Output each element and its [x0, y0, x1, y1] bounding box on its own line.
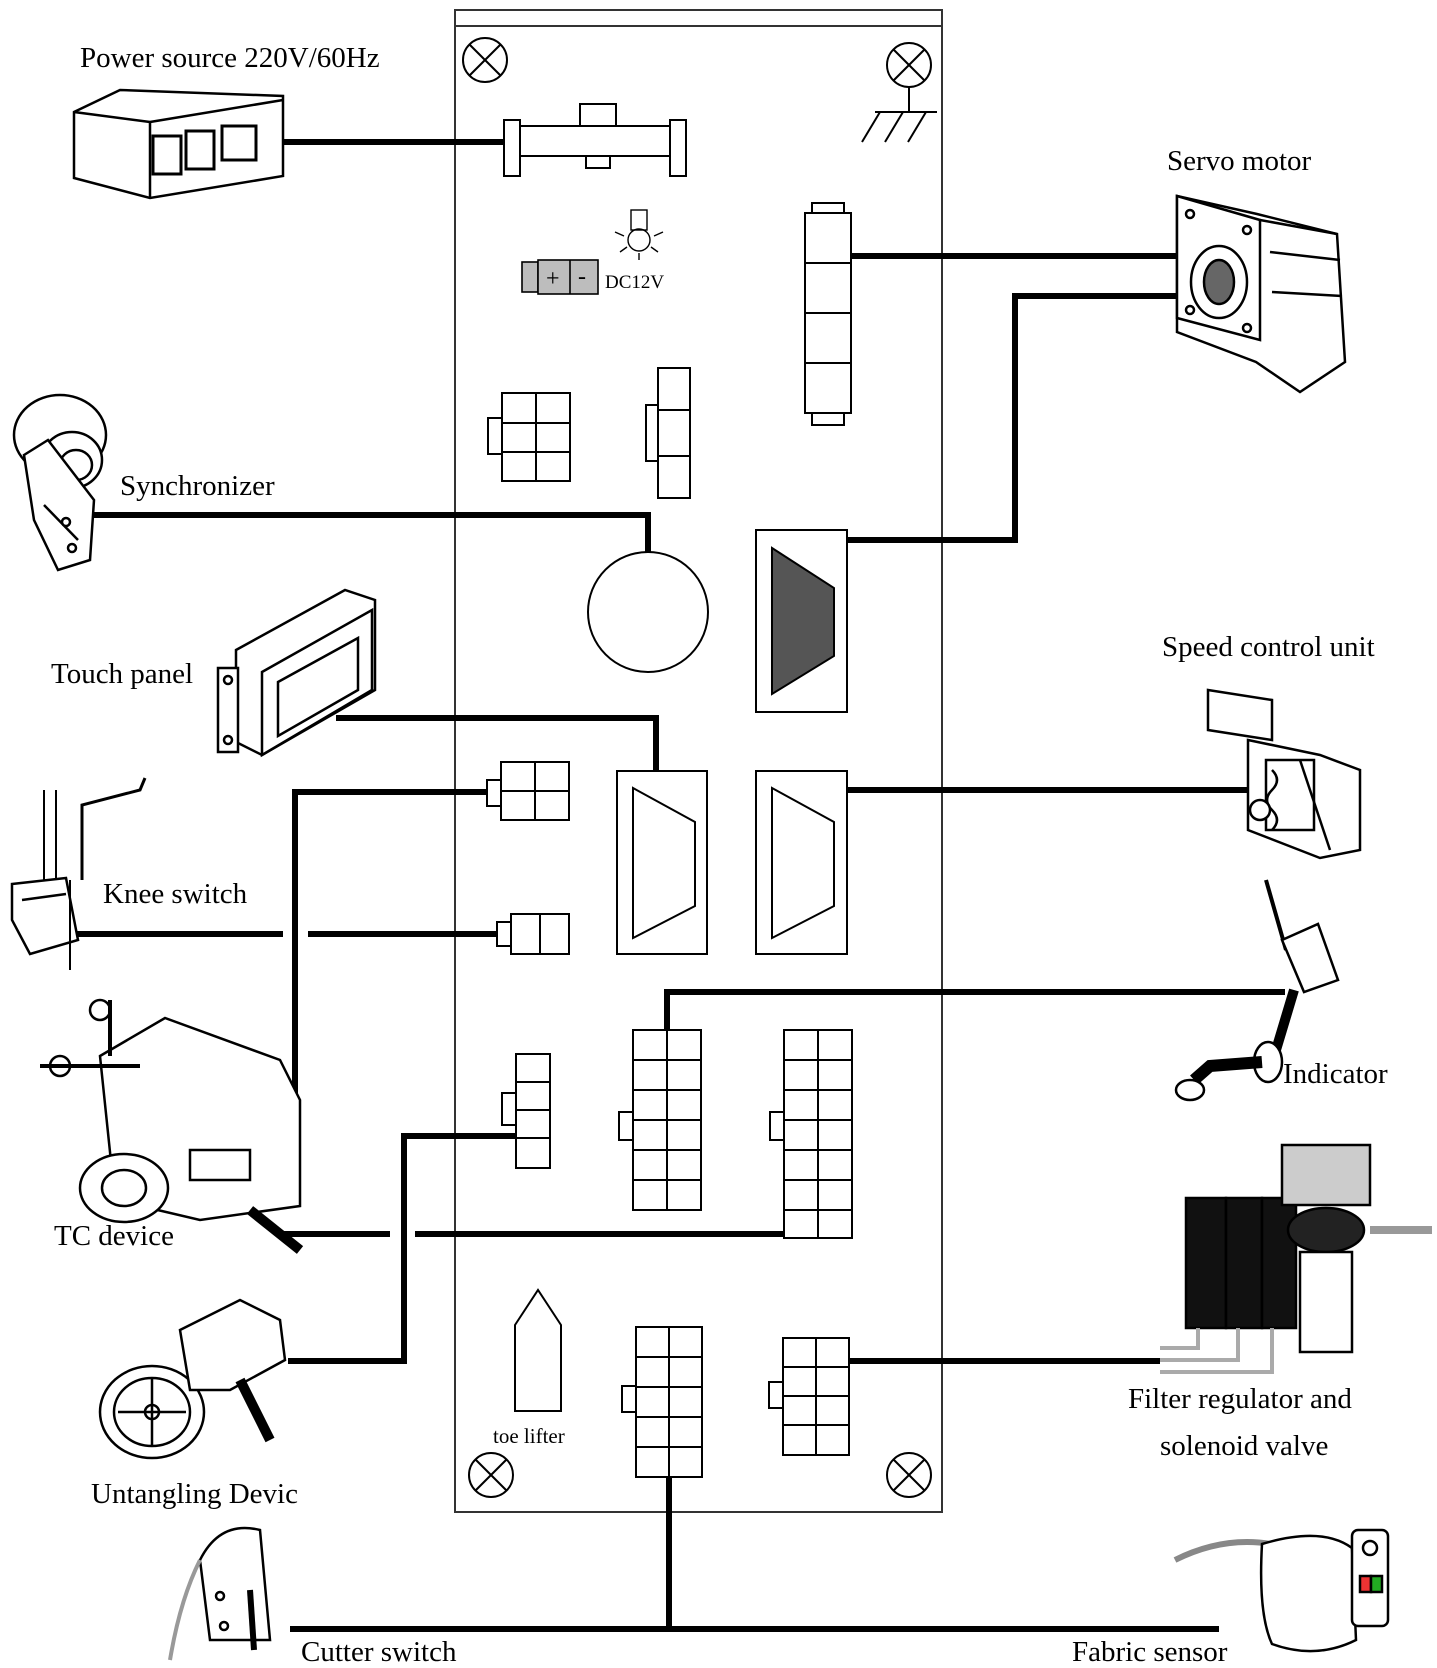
fuse-holder	[503, 103, 687, 177]
untangling-wire	[288, 1133, 516, 1364]
dc12v-label: DC12V	[605, 272, 664, 293]
connector-2x7	[769, 1029, 853, 1239]
connector-2x6	[618, 1029, 702, 1211]
tc-device-icon	[40, 998, 304, 1254]
knee-switch-label: Knee switch	[103, 878, 248, 910]
connector-2x2	[486, 761, 570, 821]
terminal-minus: -	[578, 264, 586, 290]
screw-icon	[462, 37, 508, 83]
connector-1x2	[496, 913, 570, 955]
fabric-sensor-label: Fabric sensor	[1072, 1636, 1228, 1668]
connector-2x5	[621, 1326, 703, 1478]
speed-control-dsub-connector	[755, 770, 848, 955]
terminal-plus: +	[546, 266, 560, 292]
toe-lifter-label: toe lifter	[493, 1424, 565, 1448]
power-source-label: Power source 220V/60Hz	[80, 42, 380, 74]
servo-motor-label: Servo motor	[1167, 145, 1312, 177]
touch-panel-dsub-connector	[616, 770, 708, 955]
ground-icon	[861, 87, 937, 143]
control-board	[454, 9, 943, 1513]
screw-icon	[886, 42, 932, 88]
speed-control-unit-label: Speed control unit	[1162, 631, 1375, 663]
touch-panel-icon	[216, 588, 377, 758]
synchronizer-icon	[12, 393, 108, 572]
tc-device-label: TC device	[54, 1220, 174, 1252]
synchronizer-label: Synchronizer	[120, 470, 275, 502]
indicator-label: Indicator	[1283, 1058, 1388, 1090]
indicator-wire	[664, 989, 1285, 1030]
speed-control-unit-icon	[1206, 688, 1362, 860]
servo-wire-lower	[847, 293, 1177, 543]
touch-panel-wire	[336, 715, 659, 771]
servo-connector	[804, 202, 852, 426]
synchronizer-connector	[587, 551, 709, 673]
untangling-device-label: Untangling Devic	[91, 1478, 298, 1510]
screw-icon	[886, 1452, 932, 1498]
wiring	[72, 139, 1285, 1632]
tc-wire-upper	[292, 789, 487, 1098]
synchronizer-wire	[92, 512, 651, 552]
connector-2x2	[487, 392, 571, 482]
touch-panel-label: Touch panel	[51, 658, 194, 690]
servo-motor-icon	[1175, 194, 1347, 394]
screw-icon	[468, 1452, 514, 1498]
filter-regulator-icon	[1160, 1143, 1432, 1374]
cutter-switch-icon	[168, 1526, 272, 1661]
fabric-sensor-icon	[1173, 1528, 1390, 1653]
indicator-icon	[1174, 879, 1340, 1102]
filter-regulator-label-line2: solenoid valve	[1160, 1430, 1329, 1462]
dc-terminal	[521, 259, 599, 295]
connector-1x4	[501, 1053, 551, 1169]
lamp-icon	[614, 209, 664, 260]
servo-dsub-connector	[755, 529, 848, 713]
knee-switch-icon	[10, 777, 147, 970]
toe-lifter-connector	[514, 1288, 562, 1412]
connector-1x3	[645, 367, 691, 499]
filter-regulator-label-line1: Filter regulator and	[1128, 1383, 1352, 1415]
connector-2x4	[768, 1337, 850, 1456]
power-source-icon	[72, 88, 285, 200]
untangling-device-icon	[98, 1298, 287, 1460]
cutter-switch-label: Cutter switch	[301, 1636, 457, 1668]
